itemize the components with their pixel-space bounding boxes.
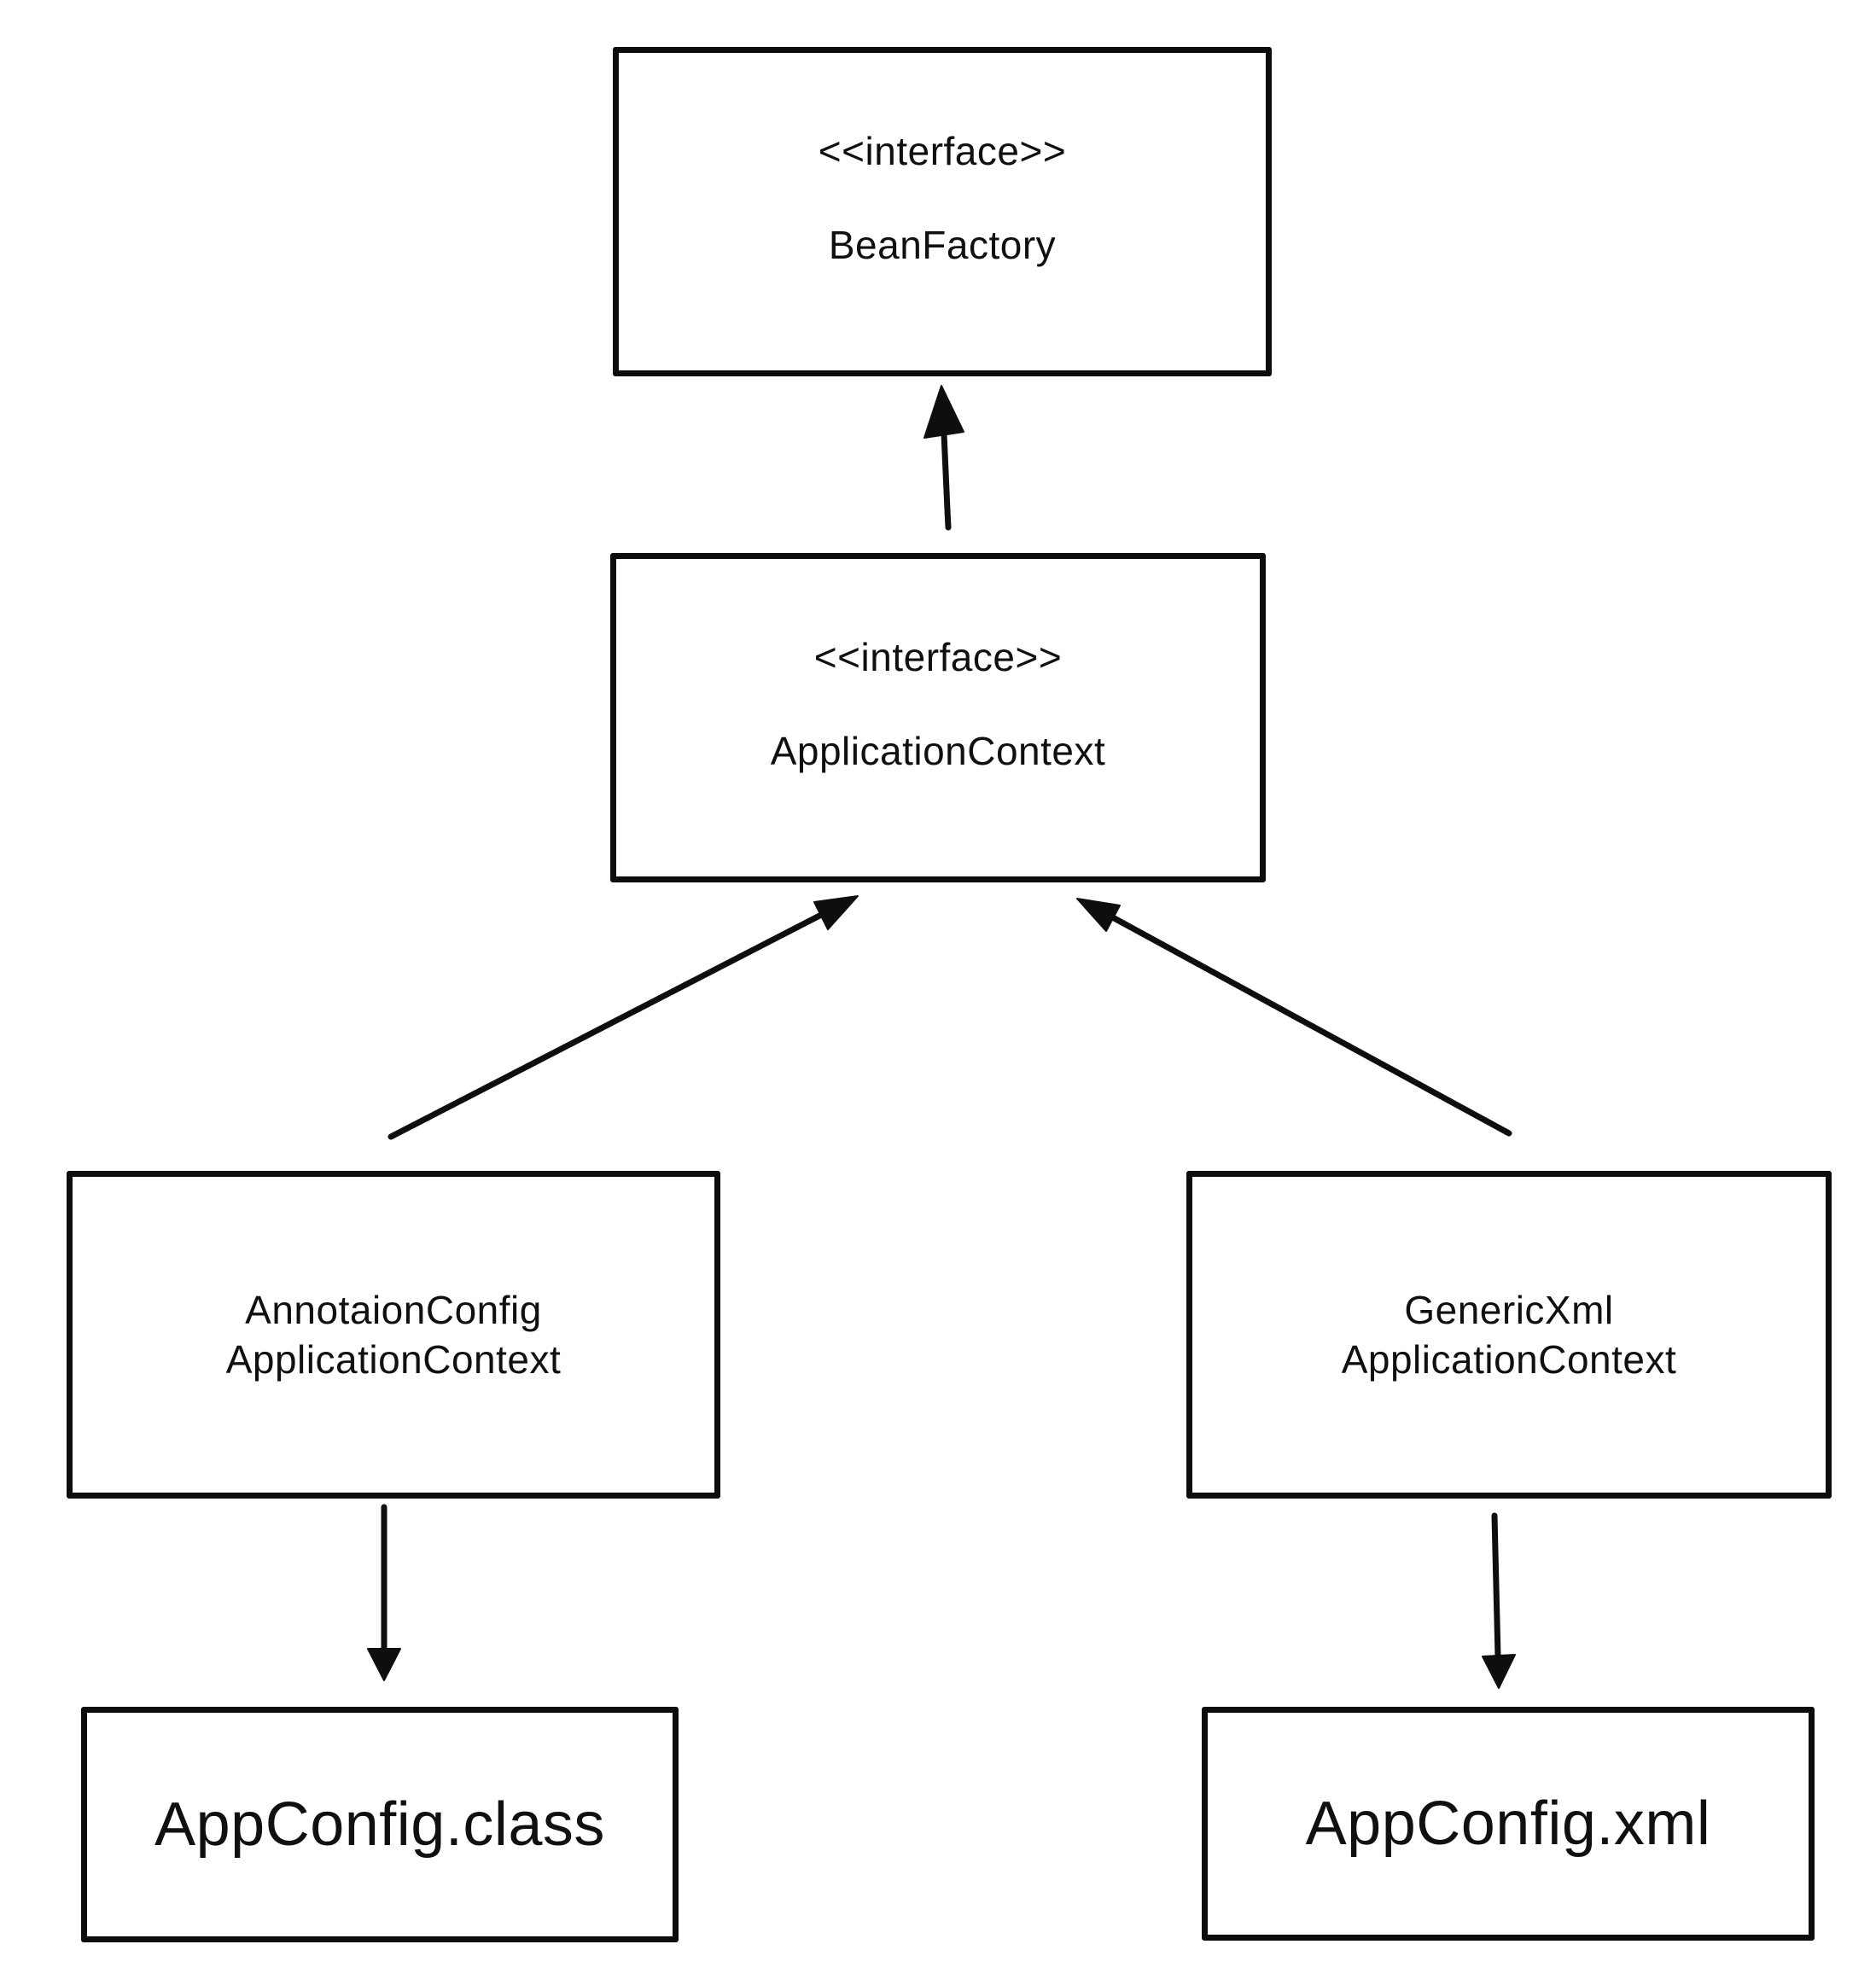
node-bean-factory: <<interface>> BeanFactory bbox=[613, 47, 1272, 376]
generic-xml-name-line1: GenericXml bbox=[1404, 1287, 1614, 1332]
edge-genericxml-to-appconfigxml bbox=[1482, 1512, 1516, 1689]
node-application-context: <<interface>> ApplicationContext bbox=[610, 553, 1266, 882]
node-generic-xml-application-context: GenericXml ApplicationContext bbox=[1186, 1171, 1832, 1499]
bean-factory-label-stack: <<interface>> BeanFactory bbox=[819, 128, 1066, 268]
application-context-stereotype: <<interface>> bbox=[813, 635, 1063, 679]
edge-line bbox=[1106, 912, 1512, 1137]
node-app-config-class: AppConfig.class bbox=[81, 1707, 679, 1942]
node-app-config-xml: AppConfig.xml bbox=[1202, 1707, 1815, 1941]
annotation-config-name-line1: AnnotaionConfig bbox=[245, 1287, 542, 1332]
arrowhead-up-right-icon bbox=[813, 895, 859, 930]
arrowhead-up-left-icon bbox=[1076, 898, 1121, 932]
app-config-class-name: AppConfig.class bbox=[154, 1790, 605, 1859]
edge-line bbox=[387, 910, 828, 1140]
annotation-config-name-line2: ApplicationContext bbox=[225, 1337, 562, 1382]
app-config-xml-name: AppConfig.xml bbox=[1305, 1790, 1711, 1858]
arrowhead-down-icon bbox=[1482, 1654, 1516, 1689]
bean-factory-name: BeanFactory bbox=[828, 223, 1057, 267]
generic-xml-name-line2: ApplicationContext bbox=[1341, 1337, 1677, 1382]
edge-annotationconfig-to-applicationcontext bbox=[387, 895, 859, 1140]
arrowhead-down-icon bbox=[367, 1648, 401, 1681]
edge-applicationcontext-to-beanfactory bbox=[923, 385, 964, 531]
edge-line bbox=[1491, 1512, 1501, 1660]
edge-line bbox=[941, 430, 952, 531]
arrowhead-up-icon bbox=[923, 385, 964, 439]
application-context-name: ApplicationContext bbox=[770, 729, 1106, 773]
edge-genericxml-to-applicationcontext bbox=[1076, 898, 1512, 1137]
node-annotation-config-application-context: AnnotaionConfig ApplicationContext bbox=[67, 1171, 720, 1499]
application-context-label-stack: <<interface>> ApplicationContext bbox=[771, 634, 1106, 774]
edge-annotationconfig-to-appconfigclass bbox=[367, 1504, 401, 1681]
bean-factory-stereotype: <<interface>> bbox=[818, 129, 1067, 173]
